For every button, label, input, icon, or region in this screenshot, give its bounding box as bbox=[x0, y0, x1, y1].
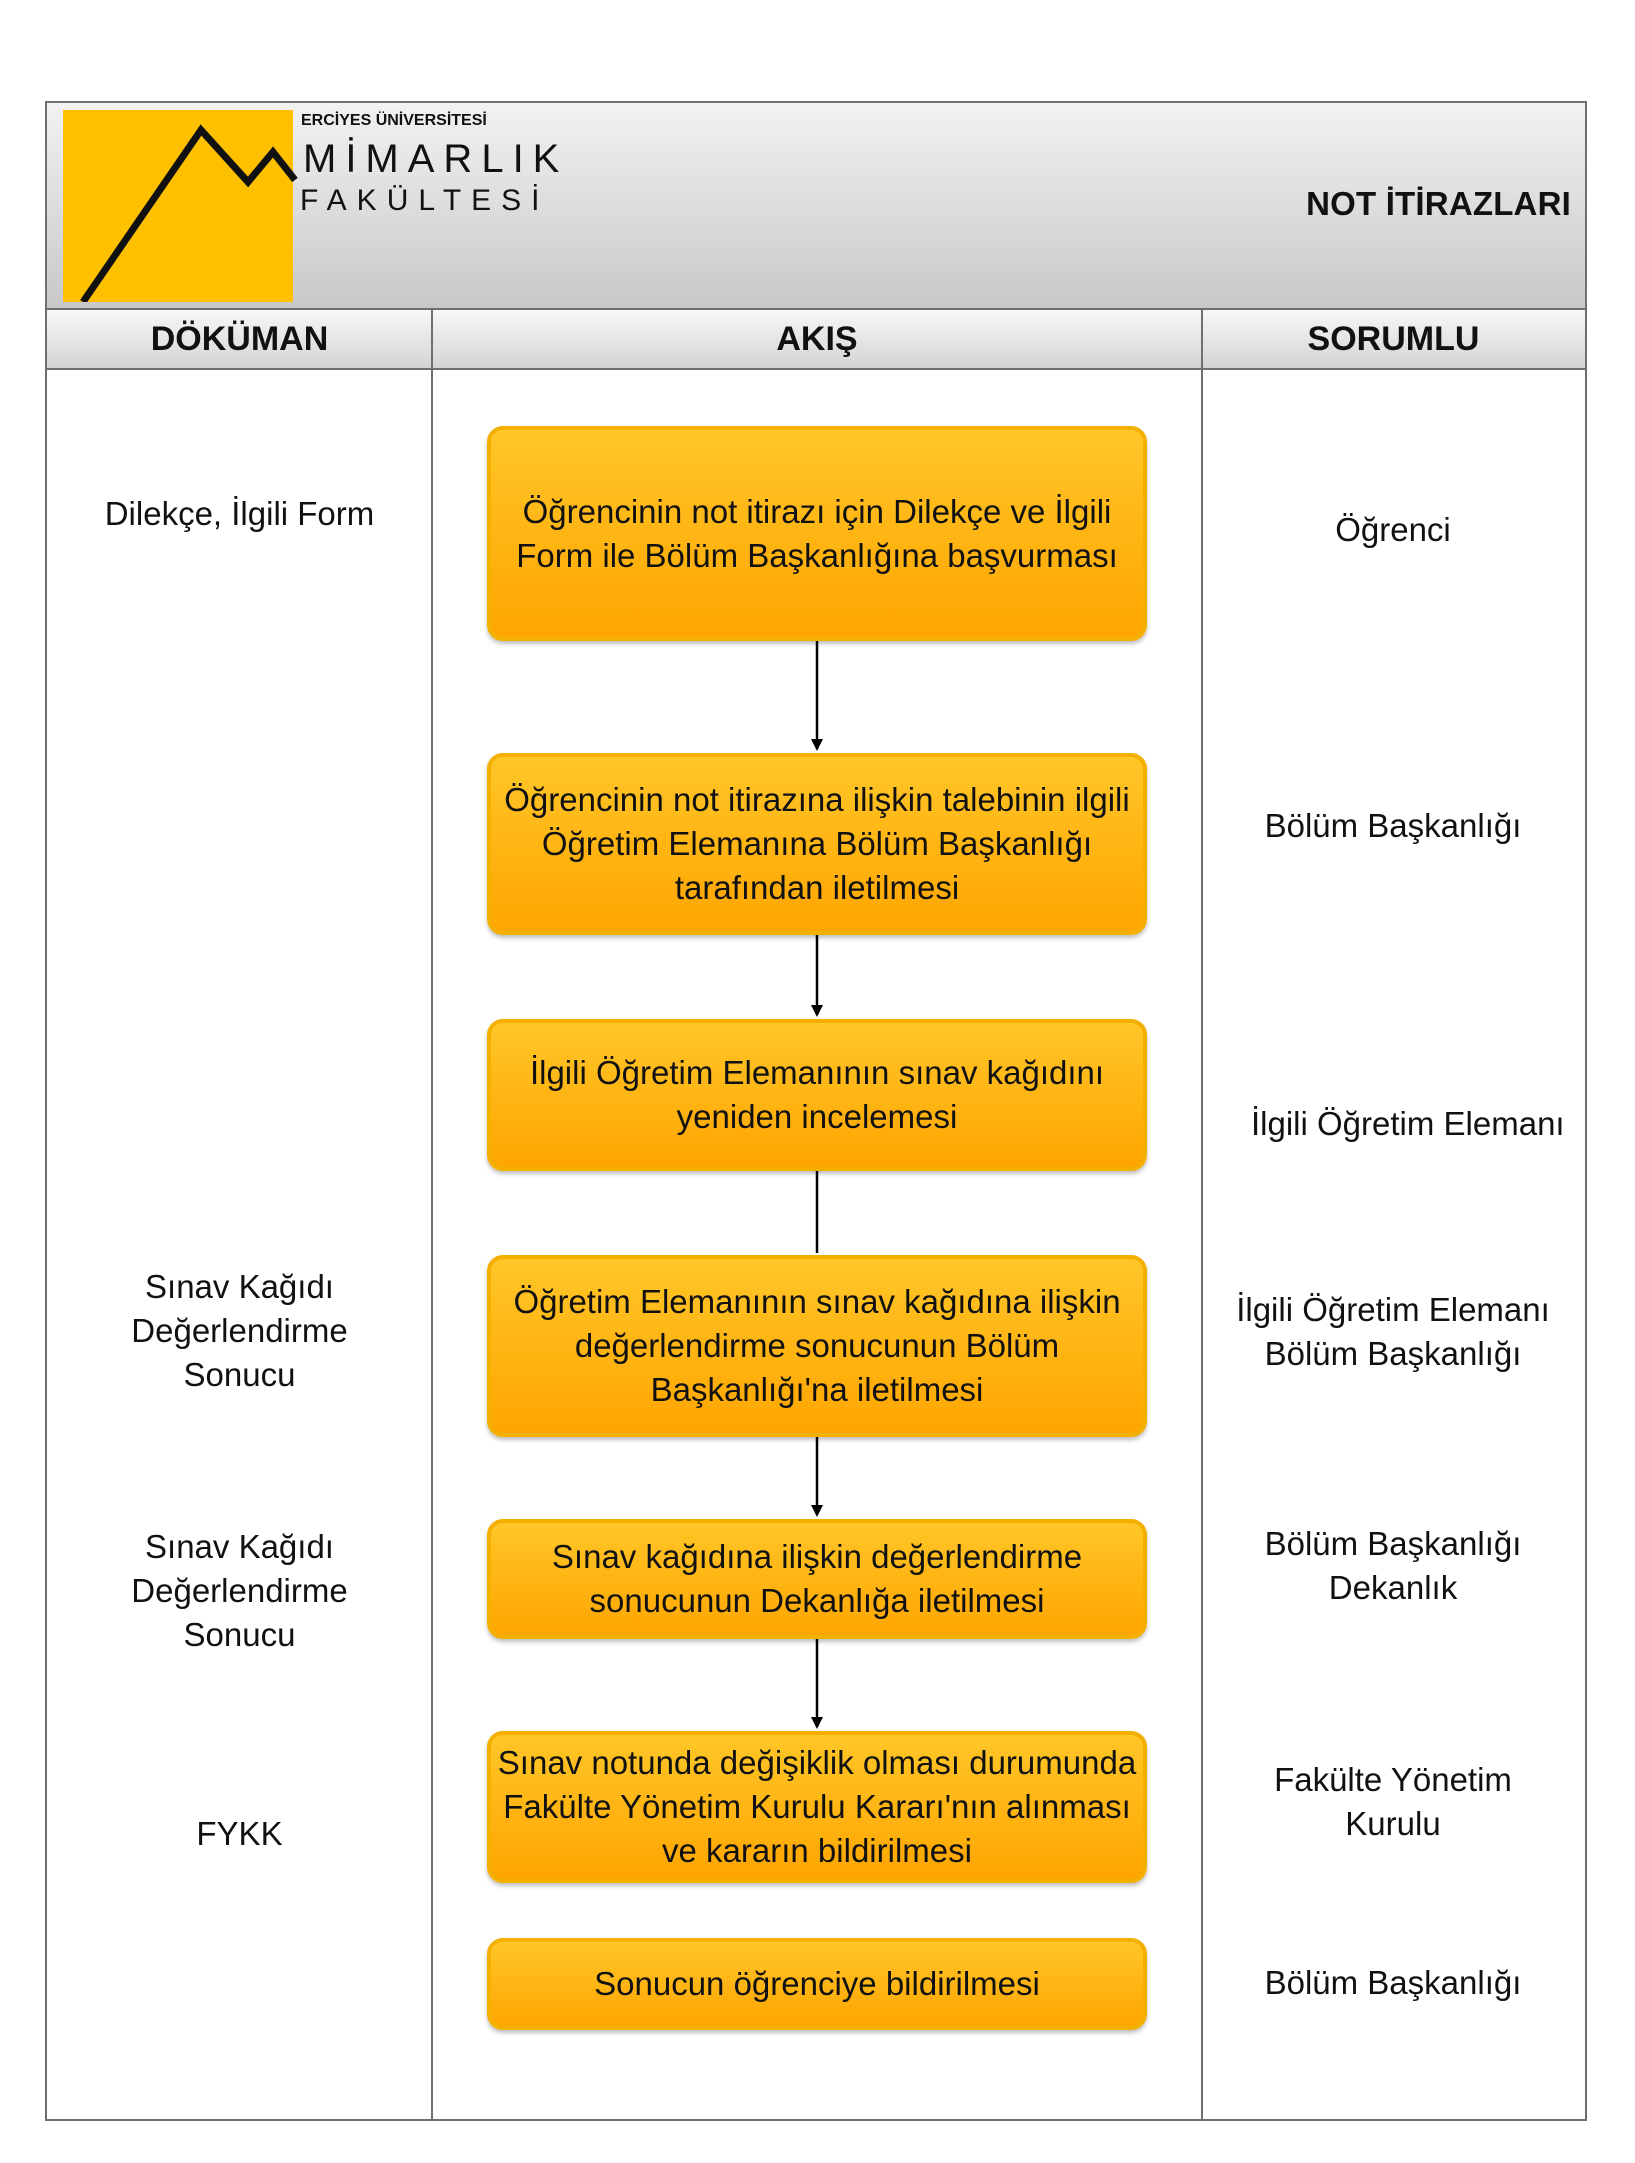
flow-step-1: Öğrencinin not itirazı için Dilekçe ve İ… bbox=[487, 426, 1147, 641]
responsible-step-5: Bölüm Başkanlığı Dekanlık bbox=[1264, 1525, 1522, 1606]
responsible-step-3: İlgili Öğretim Elemanı bbox=[1251, 1105, 1565, 1142]
flow-step-4: Öğretim Elemanının sınav kağıdına ilişki… bbox=[487, 1255, 1147, 1437]
header-band bbox=[47, 103, 1585, 310]
column-header-document: DÖKÜMAN bbox=[47, 310, 432, 370]
flow-step-2: Öğrencinin not itirazına ilişkin talebin… bbox=[487, 753, 1147, 935]
logo-mountain-line bbox=[80, 124, 298, 302]
column-header-flow: AKIŞ bbox=[432, 310, 1202, 370]
logo-line1-text: MİMARLIK bbox=[303, 136, 568, 181]
faculty-logo: ERCİYES ÜNİVERSİTESİ MİMARLIK FAKÜLTESİ bbox=[63, 110, 568, 302]
responsible-step-2: Bölüm Başkanlığı bbox=[1264, 807, 1522, 844]
column-header-responsible: SORUMLU bbox=[1202, 310, 1585, 370]
document-step-5: Sınav Kağıdı Değerlendirme Sonucu bbox=[131, 1528, 348, 1653]
document-step-1: Dilekçe, İlgili Form bbox=[104, 495, 375, 532]
logo-university-text: ERCİYES ÜNİVERSİTESİ bbox=[301, 110, 487, 129]
responsible-step-4: İlgili Öğretim Elemanı Bölüm Başkanlığı bbox=[1236, 1291, 1550, 1372]
responsible-step-6: Fakülte Yönetim Kurulu bbox=[1274, 1761, 1512, 1842]
page-title: NOT İTİRAZLARI bbox=[1306, 185, 1571, 222]
flow-step-3: İlgili Öğretim Elemanının sınav kağıdını… bbox=[487, 1019, 1147, 1171]
document-step-4: Sınav Kağıdı Değerlendirme Sonucu bbox=[131, 1268, 348, 1393]
responsible-step-7: Bölüm Başkanlığı bbox=[1264, 1964, 1522, 2001]
page-frame bbox=[45, 101, 1587, 2121]
flow-step-6: Sınav notunda değişiklik olması durumund… bbox=[487, 1731, 1147, 1883]
document-step-6: FYKK bbox=[196, 1815, 283, 1852]
flow-step-7: Sonucun öğrenciye bildirilmesi bbox=[487, 1938, 1147, 2030]
responsible-step-1: Öğrenci bbox=[1335, 511, 1451, 548]
logo-line2-text: FAKÜLTESİ bbox=[300, 184, 550, 217]
flow-step-5: Sınav kağıdına ilişkin değerlendirme son… bbox=[487, 1519, 1147, 1639]
column-divider-left bbox=[431, 310, 433, 2121]
column-divider-right bbox=[1201, 310, 1203, 2121]
